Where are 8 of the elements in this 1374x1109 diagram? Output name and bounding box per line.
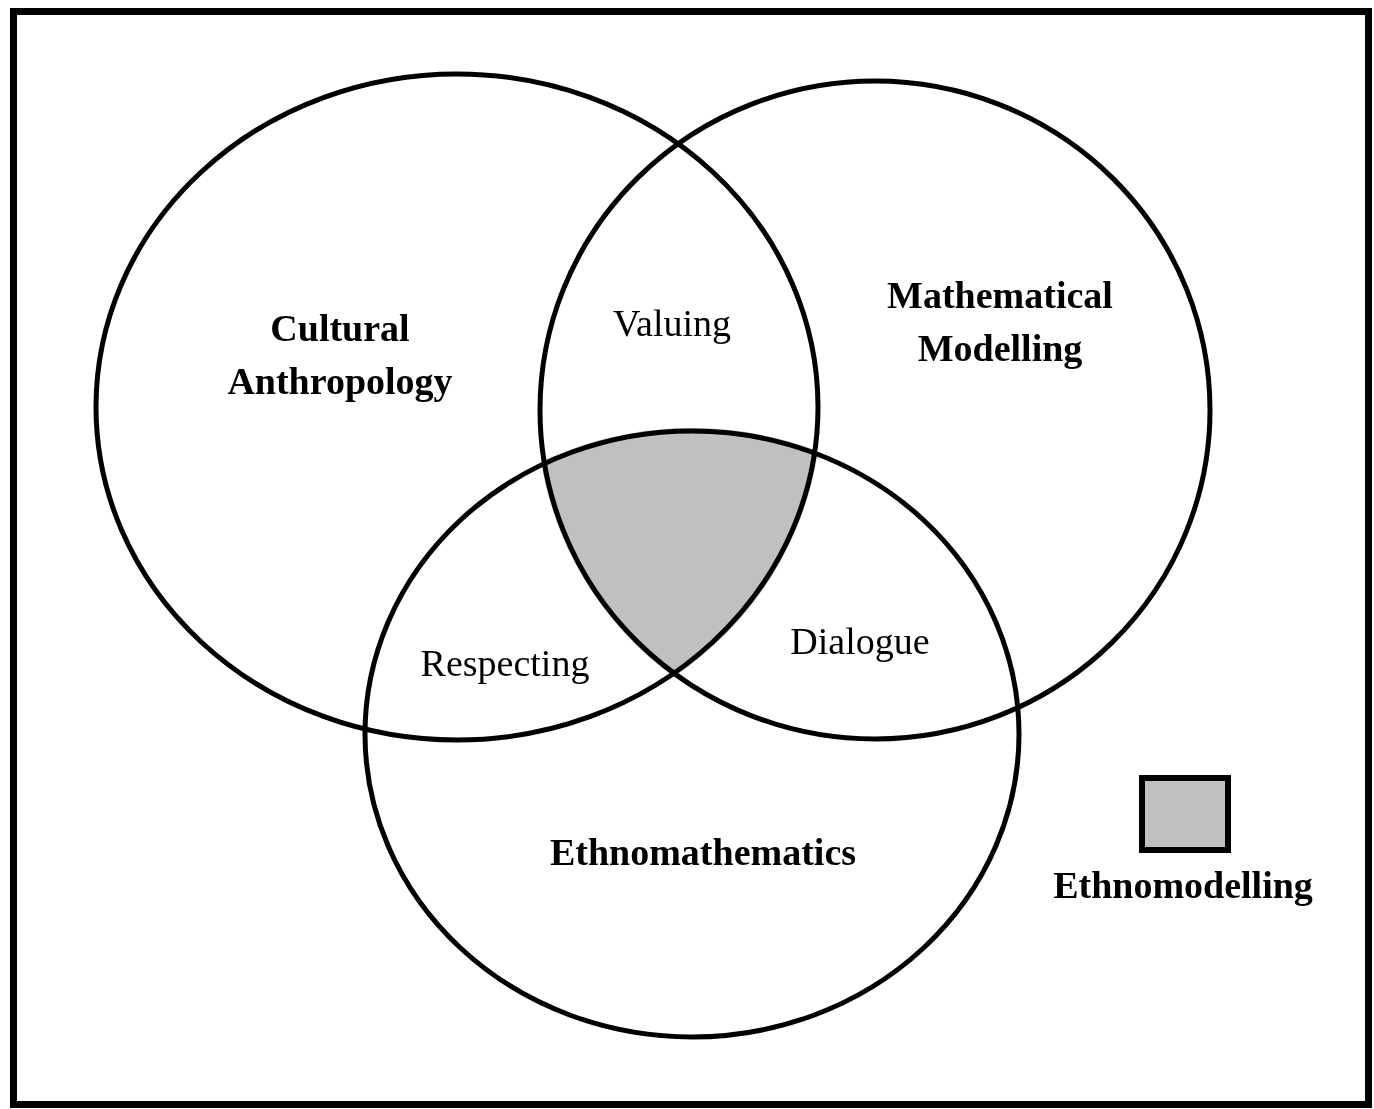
circle-title: Cultural Anthropology <box>226 305 454 404</box>
circle-title: Mathematical Modelling <box>886 272 1114 371</box>
legend-label: Ethnomodelling <box>1053 863 1313 907</box>
region-label: Dialogue <box>790 619 930 663</box>
circle-title: Ethnomathematics <box>548 830 858 876</box>
region-label: Valuing <box>612 301 732 345</box>
region-label: Respecting <box>420 641 590 685</box>
venn-circle <box>362 428 1022 1040</box>
